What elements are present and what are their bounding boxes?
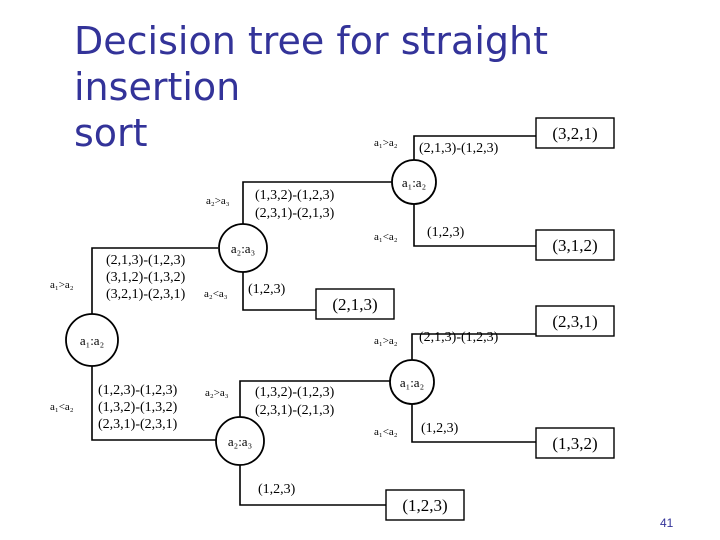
title-line-1: Decision tree for straight insertion: [74, 19, 548, 109]
perm-la12-up: (2,1,3)-(1,2,3): [419, 330, 499, 345]
leaf-3-1-2: (3,1,2): [535, 229, 615, 261]
leaf-3-1-2-label: (3,1,2): [552, 236, 597, 255]
perm-la12-down: (1,2,3): [421, 421, 459, 436]
perm-root-up-3: (3,2,1)-(2,3,1): [106, 287, 186, 302]
edge-la12-down: [411, 402, 536, 443]
edge-ua12-down: [413, 203, 536, 247]
labels-ua23-up: (1,3,2)-(1,2,3) (2,3,1)-(2,1,3): [255, 188, 335, 221]
node-root-label: a₁:a₂: [80, 333, 104, 348]
labels-la23-up: (1,3,2)-(1,2,3) (2,3,1)-(2,1,3): [255, 385, 335, 418]
edge-label-ua12-down: a₁<a₂: [374, 231, 398, 243]
perm-ua23-up-1: (1,3,2)-(1,2,3): [255, 188, 335, 203]
perm-root-down-3: (2,3,1)-(2,3,1): [98, 417, 178, 432]
perm-la23-up-1: (1,3,2)-(1,2,3): [255, 385, 335, 400]
node-lower-a1a2-label: a₁:a₂: [400, 375, 424, 390]
leaf-3-2-1-label: (3,2,1): [552, 124, 597, 143]
node-lower-a2a3: a₂:a₃: [215, 416, 265, 466]
labels-root-up: (2,1,3)-(1,2,3) (3,1,2)-(1,3,2) (3,2,1)-…: [106, 253, 186, 302]
page-number: 41: [660, 516, 674, 530]
edge-ua12-up: [413, 135, 536, 162]
leaf-2-3-1-label: (2,3,1): [552, 312, 597, 331]
node-upper-a1a2: a₁:a₂: [391, 159, 437, 205]
edge-root-down: [91, 362, 216, 441]
edge-label-ua23-down: a₂<a₃: [204, 288, 228, 300]
perm-ua23-down: (1,2,3): [248, 282, 286, 297]
edge-ua23-down: [242, 266, 316, 311]
node-upper-a2a3-label: a₂:a₃: [231, 241, 255, 256]
edge-label-la23-up: a₂>a₃: [205, 387, 229, 399]
perm-ua23-up-2: (2,3,1)-(2,1,3): [255, 206, 335, 221]
node-upper-a2a3: a₂:a₃: [218, 223, 268, 273]
perm-root-up-1: (2,1,3)-(1,2,3): [106, 253, 186, 268]
edge-label-ua23-up: a₂>a₃: [206, 195, 230, 207]
edge-ua23-up: [242, 181, 392, 230]
leaf-2-1-3-label: (2,1,3): [332, 295, 377, 314]
tree-edges: [91, 135, 536, 506]
edge-label-la12-up: a₁>a₂: [374, 335, 398, 347]
perm-root-down-2: (1,3,2)-(1,3,2): [98, 400, 178, 415]
title-line-2: sort: [74, 111, 148, 155]
node-root: a₁:a₂: [65, 313, 119, 367]
perm-ua12-up: (2,1,3)-(1,2,3): [419, 141, 499, 156]
edge-la23-up: [239, 380, 390, 422]
leaf-2-1-3: (2,1,3): [315, 288, 395, 320]
leaf-2-3-1: (2,3,1): [535, 305, 615, 337]
slide-title: Decision tree for straight insertion sor…: [74, 18, 714, 156]
node-upper-a1a2-label: a₁:a₂: [402, 175, 426, 190]
leaf-1-3-2: (1,3,2): [535, 427, 615, 459]
perm-la23-down: (1,2,3): [258, 482, 296, 497]
node-lower-a2a3-label: a₂:a₃: [228, 434, 252, 449]
perm-root-up-2: (3,1,2)-(1,3,2): [106, 270, 186, 285]
perm-la23-up-2: (2,3,1)-(2,1,3): [255, 403, 335, 418]
perm-ua12-down: (1,2,3): [427, 225, 465, 240]
leaf-1-3-2-label: (1,3,2): [552, 434, 597, 453]
leaf-1-2-3-label: (1,2,3): [402, 496, 447, 515]
labels-root-down: (1,2,3)-(1,2,3) (1,3,2)-(1,3,2) (2,3,1)-…: [98, 383, 178, 432]
leaf-1-2-3: (1,2,3): [385, 489, 465, 521]
edge-root-up: [91, 247, 218, 318]
edge-label-root-up: a₁>a₂: [50, 279, 74, 291]
edge-label-root-down: a₁<a₂: [50, 401, 74, 413]
edge-la12-up: [411, 333, 536, 362]
node-lower-a1a2: a₁:a₂: [389, 359, 435, 405]
perm-root-down-1: (1,2,3)-(1,2,3): [98, 383, 178, 398]
edge-label-ua12-up: a₁>a₂: [374, 137, 398, 149]
leaf-3-2-1: (3,2,1): [535, 117, 615, 149]
edge-label-la12-down: a₁<a₂: [374, 426, 398, 438]
edge-la23-down: [239, 460, 386, 506]
